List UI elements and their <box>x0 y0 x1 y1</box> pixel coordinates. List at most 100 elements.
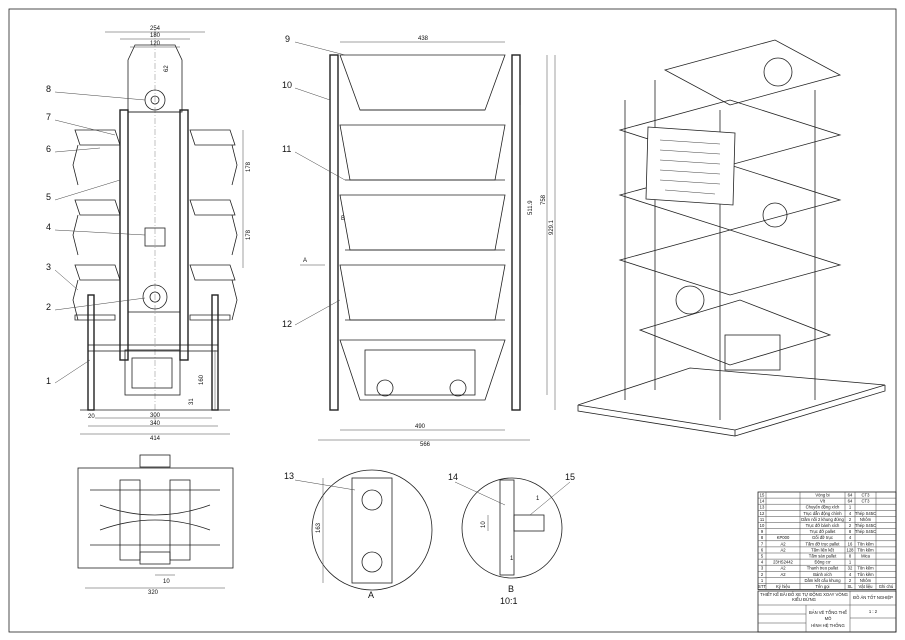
table-row-code: A2 <box>780 547 786 552</box>
table-row-qty: 64 <box>848 493 853 498</box>
table-row-name: Tấm sàn pallet <box>809 554 837 559</box>
table-row-name: Tấm đỡ trục pallet <box>806 541 841 546</box>
table-row-code: A2 <box>780 566 786 571</box>
dim-414: 414 <box>150 436 161 442</box>
detail-a-label: A <box>368 590 374 600</box>
dim-20: 20 <box>88 414 95 420</box>
table-row-name: Thanh treo pallet <box>807 566 839 571</box>
detail-b-scale: 10:1 <box>500 596 518 606</box>
table-row-qty: 8 <box>849 554 852 559</box>
table-header-note: Ghi chú <box>879 584 894 589</box>
dim-300: 300 <box>150 413 161 419</box>
table-row-qty: 2 <box>849 523 852 528</box>
table-row-name: Vít <box>820 499 826 504</box>
table-row-qty: 4 <box>849 535 852 540</box>
info-nameplate <box>645 126 736 206</box>
isometric-view <box>577 39 886 437</box>
table-row-material: Mica <box>861 554 871 559</box>
dim-178-lower: 178 <box>246 229 252 240</box>
table-row-no: 3 <box>761 566 764 571</box>
side-view: 438 511.9 758 929.1 490 566 A B 9 10 11 … <box>282 34 556 448</box>
dim-62: 62 <box>164 65 170 72</box>
table-row-no: 4 <box>761 560 764 565</box>
dim-163: 163 <box>316 522 322 533</box>
table-header-code: Ký hiệu <box>776 584 791 589</box>
table-row-no: 2 <box>761 572 764 577</box>
table-row-no: 7 <box>761 541 764 546</box>
dim-511-9: 511.9 <box>528 200 534 215</box>
table-row-no: 8 <box>761 535 764 540</box>
dim-31: 31 <box>189 398 195 405</box>
dim-1-lower: 1 <box>510 556 514 562</box>
table-row-qty: 2 <box>849 517 852 522</box>
table-row-name: Trục đỡ pallet <box>810 529 836 534</box>
dim-490: 490 <box>415 424 426 430</box>
table-row-code: KP000 <box>777 535 790 540</box>
callout-8: 8 <box>46 84 51 94</box>
callout-6: 6 <box>46 144 51 154</box>
table-row-material: Thép S45C <box>855 529 876 534</box>
callout-1: 1 <box>46 376 51 386</box>
table-row-no: 12 <box>760 511 765 516</box>
drawing-title-line-2: HÌNH HỆ THỐNG <box>811 622 845 628</box>
drawing-title: BẢN VẼ TỔNG THỂ MÔ HÌNH HỆ THỐNG <box>806 605 850 632</box>
project-title: THIẾT KẾ BÃI ĐỖ XE TỰ ĐỘNG XOAY VÒNG KIỂ… <box>760 591 848 603</box>
table-row-material: Tôn kẽm <box>857 572 874 577</box>
table-row-qty: 64 <box>848 499 853 504</box>
top-view: 10 320 <box>77 454 234 596</box>
table-row-name: Vòng bi <box>815 493 829 498</box>
dim-10-top: 10 <box>163 579 170 585</box>
table-header-no: STT <box>758 584 766 589</box>
table-row-material: CT3 <box>862 499 871 504</box>
table-row-no: 10 <box>760 523 765 528</box>
table-row-name: Tấm liên kết <box>811 547 835 552</box>
title-block: THIẾT KẾ BÃI ĐỖ XE TỰ ĐỘNG XOAY VÒNG KIỂ… <box>757 590 897 633</box>
detail-b-marker: B <box>341 216 345 222</box>
table-row-name: Bánh xích <box>813 572 832 577</box>
dim-254: 254 <box>150 26 161 32</box>
table-row-no: 9 <box>761 529 764 534</box>
table-row-no: 6 <box>761 547 764 552</box>
table-row-material: Tôn kẽm <box>857 541 874 546</box>
callout-11: 11 <box>282 144 291 154</box>
drawing-title-line-1: BẢN VẼ TỔNG THỂ MÔ <box>808 610 847 621</box>
table-row-no: 13 <box>760 505 765 510</box>
callout-5: 5 <box>46 192 51 202</box>
table-row-qty: 1 <box>849 505 852 510</box>
dim-120: 120 <box>150 41 161 47</box>
dim-160: 160 <box>199 374 205 385</box>
table-row-code: A2 <box>780 572 786 577</box>
table-row-no: 11 <box>760 517 765 522</box>
table-row-no: 15 <box>760 493 765 498</box>
callout-14: 14 <box>448 472 458 482</box>
table-row-qty: 8 <box>849 529 852 534</box>
table-row-name: Trục đỡ bánh xích <box>806 523 840 528</box>
table-row-material: Nhôm <box>860 517 872 522</box>
dim-178-upper: 178 <box>246 161 252 172</box>
table-header-qty: SL <box>847 584 853 589</box>
drawing-scale: 1 : 2 <box>868 609 878 614</box>
front-view: 254 180 120 62 178 178 160 31 20 300 340… <box>46 26 252 442</box>
table-row-code: 23HS2442 <box>773 560 793 565</box>
callout-10: 10 <box>282 80 292 90</box>
dim-340: 340 <box>150 421 161 427</box>
table-row-name: Trục dẫn động chính <box>803 511 842 516</box>
table-row-qty: 128 <box>847 547 855 552</box>
table-row-qty: 2 <box>849 578 852 583</box>
table-row-material: CT3 <box>862 493 871 498</box>
callout-7: 7 <box>46 112 51 122</box>
table-row-qty: 1 <box>849 560 852 565</box>
table-header-material: Vật liệu <box>859 584 874 589</box>
table-row-qty: 4 <box>849 572 852 577</box>
callout-12: 12 <box>282 319 292 329</box>
detail-b: 10 1 1 B 10:1 14 15 <box>448 472 575 606</box>
dim-438: 438 <box>418 36 429 42</box>
dim-758: 758 <box>541 194 547 205</box>
detail-b-label: B <box>508 584 514 594</box>
table-row-no: 5 <box>761 554 764 559</box>
table-row-no: 14 <box>760 499 765 504</box>
dim-320: 320 <box>148 590 159 596</box>
table-row-no: 1 <box>761 578 764 583</box>
